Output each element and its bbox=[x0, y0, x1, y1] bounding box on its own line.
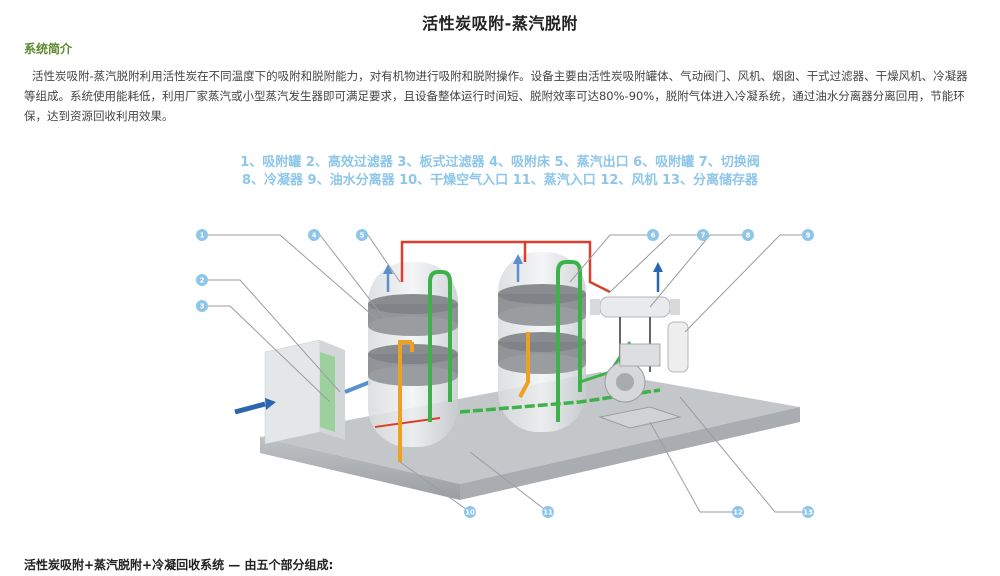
svg-text:8: 8 bbox=[746, 232, 751, 240]
svg-text:2: 2 bbox=[200, 277, 205, 285]
oil-water-separator bbox=[667, 321, 689, 373]
legend-line-1: 1、吸附罐 2、高效过滤器 3、板式过滤器 4、吸附床 5、蒸汽出口 6、吸附罐… bbox=[240, 155, 760, 170]
intro-paragraph: 活性炭吸附-蒸汽脱附利用活性炭在不同温度下的吸附和脱附能力，对有机物进行吸附和脱… bbox=[24, 69, 968, 123]
svg-text:13: 13 bbox=[803, 509, 813, 517]
marker-8: 8 bbox=[742, 229, 754, 241]
marker-7: 7 bbox=[697, 229, 709, 241]
equipment-diagram: 1 2 3 4 5 6 7 8 9 10 11 12 13 bbox=[196, 229, 814, 518]
legend-line-2: 8、冷凝器 9、油水分离器 10、干燥空气入口 11、蒸汽入口 12、风机 13… bbox=[241, 173, 759, 188]
svg-text:3: 3 bbox=[200, 303, 205, 311]
marker-3: 3 bbox=[196, 300, 208, 312]
section-heading: 系统简介 bbox=[24, 42, 73, 56]
marker-13: 13 bbox=[802, 506, 814, 518]
plate-filter-unit bbox=[264, 339, 345, 445]
svg-text:5: 5 bbox=[360, 232, 365, 240]
pipe-orange bbox=[398, 332, 530, 462]
adsorption-tank-1 bbox=[368, 262, 458, 447]
svg-text:7: 7 bbox=[701, 232, 706, 240]
marker-11: 11 bbox=[542, 506, 554, 518]
separation-storage bbox=[598, 406, 682, 429]
marker-6: 6 bbox=[647, 229, 659, 241]
svg-text:11: 11 bbox=[543, 509, 553, 517]
page-title: 活性炭吸附-蒸汽脱附 bbox=[422, 14, 578, 33]
air-inlet-arrow bbox=[234, 380, 371, 415]
marker-4: 4 bbox=[308, 229, 320, 241]
svg-text:12: 12 bbox=[733, 509, 743, 517]
diagram-legend: 1、吸附罐 2、高效过滤器 3、板式过滤器 4、吸附床 5、蒸汽出口 6、吸附罐… bbox=[0, 154, 1000, 190]
marker-1: 1 bbox=[196, 229, 208, 241]
adsorption-tank-2 bbox=[498, 252, 586, 432]
markers: 1 2 3 4 5 6 7 8 9 10 11 12 13 bbox=[196, 229, 814, 518]
marker-9: 9 bbox=[802, 229, 814, 241]
callout-lines bbox=[208, 234, 808, 513]
marker-10: 10 bbox=[464, 506, 476, 518]
components-heading: 活性炭吸附+蒸汽脱附+冷凝回收系统 — 由五个部分组成: bbox=[24, 558, 334, 572]
marker-5: 5 bbox=[356, 229, 368, 241]
fan bbox=[604, 343, 661, 403]
svg-text:4: 4 bbox=[312, 232, 317, 240]
svg-text:1: 1 bbox=[200, 232, 205, 240]
svg-text:10: 10 bbox=[465, 509, 475, 517]
marker-2: 2 bbox=[196, 274, 208, 286]
svg-text:9: 9 bbox=[806, 232, 811, 240]
svg-text:6: 6 bbox=[651, 232, 656, 240]
marker-12: 12 bbox=[732, 506, 744, 518]
exhaust-arrows bbox=[383, 254, 663, 292]
